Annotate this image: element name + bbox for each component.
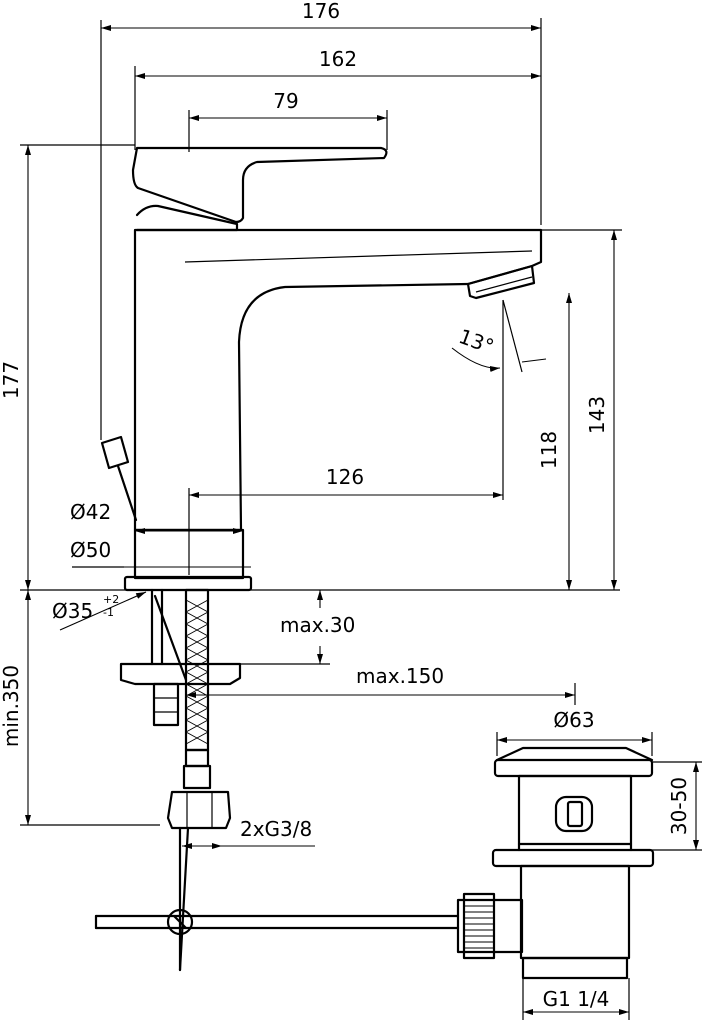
- dim-13-deg: 13°: [456, 324, 498, 359]
- dim-d35-tol-minus: -1: [103, 606, 114, 619]
- dimension-lines: [20, 18, 702, 1020]
- dim-min350: min.350: [0, 665, 23, 747]
- dim-d35: Ø35: [52, 599, 93, 623]
- dim-176: 176: [302, 0, 340, 23]
- mixer-tap: [100, 146, 543, 972]
- dim-79: 79: [273, 89, 298, 113]
- aerator: [466, 264, 536, 300]
- dim-d63: Ø63: [553, 708, 594, 732]
- dim-g114: G1 1/4: [543, 987, 610, 1011]
- dim-2xg38: 2xG3/8: [240, 817, 312, 841]
- dim-max150: max.150: [356, 664, 444, 688]
- dim-177: 177: [0, 361, 23, 399]
- dim-d35-tol-plus: +2: [103, 593, 119, 606]
- waste-fitting: [94, 746, 655, 980]
- dim-118: 118: [537, 431, 561, 469]
- dimension-labels: 176 162 79 177 143 118 126 13° Ø42 Ø50 Ø…: [0, 0, 691, 1011]
- dim-126: 126: [326, 465, 364, 489]
- dim-d50: Ø50: [70, 538, 111, 562]
- fixing-plate: [119, 662, 242, 686]
- dim-30-50: 30-50: [667, 777, 691, 835]
- connector-nut: [166, 790, 232, 830]
- dim-d42: Ø42: [70, 500, 111, 524]
- dim-162: 162: [319, 47, 357, 71]
- dim-max30: max.30: [280, 613, 355, 637]
- dim-143: 143: [585, 396, 609, 434]
- lever-handle: [131, 146, 388, 224]
